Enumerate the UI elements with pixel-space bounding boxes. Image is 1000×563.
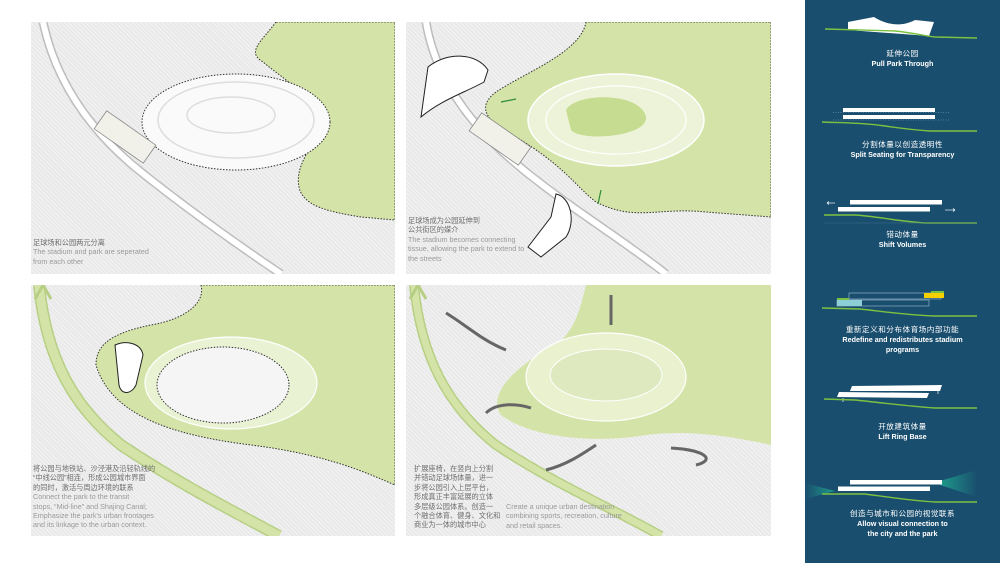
caption-en-line: stops, “Mid-line” and Shajing Canal;	[33, 501, 147, 511]
caption-en-line: and retail spaces.	[506, 520, 563, 530]
caption-en-line: and its linkage to the urban context.	[33, 520, 147, 530]
panel-caption: 足球场和公园两元分离 The stadium and park are sepe…	[33, 238, 149, 266]
panel-caption-en: Create a unique urban destination combin…	[506, 502, 622, 530]
caption-zh-line: 商业为一体的城市中心	[414, 520, 486, 530]
concept-lift-ring: 开放建筑体量 Lift Ring Base	[805, 375, 1000, 445]
caption-en-line: Emphasize the park's urban frontages	[33, 511, 154, 521]
caption-en-line: tissue, allowing the park to extend to	[408, 244, 525, 254]
concept-title-en: Allow visual connection to	[857, 519, 948, 528]
diagram-panel-transit-link: 将公园与地铁站、沙泾港及沿轻轨线的 “中线公园”相连，形成公园城市界面 的同时，…	[31, 285, 395, 536]
concept-title-en: Pull Park Through	[871, 59, 934, 68]
stadium-connecting-illustration	[420, 22, 771, 274]
caption-en-line: from each other	[33, 256, 84, 266]
caption-zh-line: “中线公园”相连，形成公园城市界面	[33, 473, 146, 483]
concept-title-zh: 重新定义和分布体育场内部功能	[845, 325, 960, 334]
panel-caption: 将公园与地铁站、沙泾港及沿轻轨线的 “中线公园”相连，形成公园城市界面 的同时，…	[33, 464, 155, 530]
diagram-panel-connecting: 足球场成为公园延伸到 公共街区的媒介 The stadium becomes c…	[406, 22, 771, 274]
pull-park-diagram-icon	[824, 17, 978, 39]
caption-zh-line: 公共街区的媒介	[408, 225, 459, 235]
concept-title-zh: 开放建筑体量	[878, 422, 927, 431]
concept-title-zh: 延伸公园	[886, 49, 919, 58]
caption-zh-line: 形成真正丰富延展的立体	[414, 492, 494, 502]
concept-title-en: Lift Ring Base	[878, 432, 927, 441]
caption-en-line: The stadium becomes connecting	[408, 234, 516, 244]
caption-zh-line: 个融合体育、健身、文化和	[414, 511, 501, 521]
shift-volumes-diagram-icon	[824, 200, 977, 224]
concept-title-en: Split Seating for Transparency	[850, 150, 955, 159]
concept-title-en: the city and the park	[867, 528, 938, 538]
concept-title-zh: 分割体量以创造透明性	[862, 140, 943, 149]
concept-visual-connection: 创造与城市和公园的视觉联系 Allow visual connection to…	[805, 465, 1000, 563]
caption-zh-line: 足球场成为公园延伸到	[408, 216, 480, 225]
stadium-separated-illustration	[38, 22, 395, 274]
caption-zh: 足球场和公园两元分离	[33, 238, 105, 247]
concept-split-seating: 分割体量以创造透明性 Split Seating for Transparenc…	[805, 95, 1000, 165]
split-seating-diagram-icon	[821, 108, 977, 132]
diagram-panel-separated: 足球场和公园两元分离 The stadium and park are sepe…	[31, 22, 395, 274]
concept-title-en: Redefine and redistributes stadium	[842, 335, 963, 344]
caption-zh-line: 步将公园引入上层平台，	[414, 482, 494, 492]
caption-zh-line: 的同时，激活与周边环境的联系	[33, 482, 134, 492]
caption-en-line: Connect the park to the transit	[33, 492, 130, 502]
caption-en-line: combining sports, recreation, culture	[506, 511, 622, 521]
caption-zh-line: 多层级公园体系。创造一	[414, 501, 494, 511]
panel-caption-zh: 扩展座椅，在竖向上分割 并错动足球场体量，进一 步将公园引入上层平台， 形成真正…	[414, 464, 512, 530]
caption-zh-line: 将公园与地铁站、沙泾港及沿轻轨线的	[33, 464, 156, 473]
concept-title-zh: 错动体量	[886, 230, 919, 239]
caption-en-line: The stadium and park are seperated	[33, 247, 149, 257]
concept-title-en: programs	[885, 344, 920, 354]
diagram-panel-urban-destination: 扩展座椅，在竖向上分割 并错动足球场体量，进一 步将公园引入上层平台， 形成真正…	[406, 285, 771, 536]
caption-zh-line: 扩展座椅，在竖向上分割	[414, 464, 494, 473]
urban-destination-illustration	[408, 285, 771, 536]
lift-ring-diagram-icon	[823, 385, 977, 409]
concept-title-zh: 创造与城市和公园的视觉联系	[849, 509, 956, 518]
redefine-programs-diagram-icon	[821, 291, 977, 317]
visual-connection-diagram-icon	[805, 470, 977, 503]
caption-zh-line: 并错动足球场体量，进一	[414, 473, 494, 483]
concept-redefine-programs: 重新定义和分布体育场内部功能 Redefine and redistribute…	[805, 280, 1000, 360]
concept-title-en: Shift Volumes	[878, 240, 927, 249]
panel-caption: 足球场成为公园延伸到 公共街区的媒介 The stadium becomes c…	[408, 216, 524, 263]
park-transit-illustration	[33, 285, 395, 536]
caption-en-line: Create a unique urban destination	[506, 502, 615, 511]
concept-pull-park: 延伸公园 Pull Park Through	[805, 0, 1000, 90]
caption-en-line: the streets	[408, 253, 442, 263]
concept-shift-volumes: 错动体量 Shift Volumes	[805, 185, 1000, 255]
concept-sidebar: 延伸公园 Pull Park Through 分割体量以创造透明性 Split …	[805, 0, 1000, 563]
